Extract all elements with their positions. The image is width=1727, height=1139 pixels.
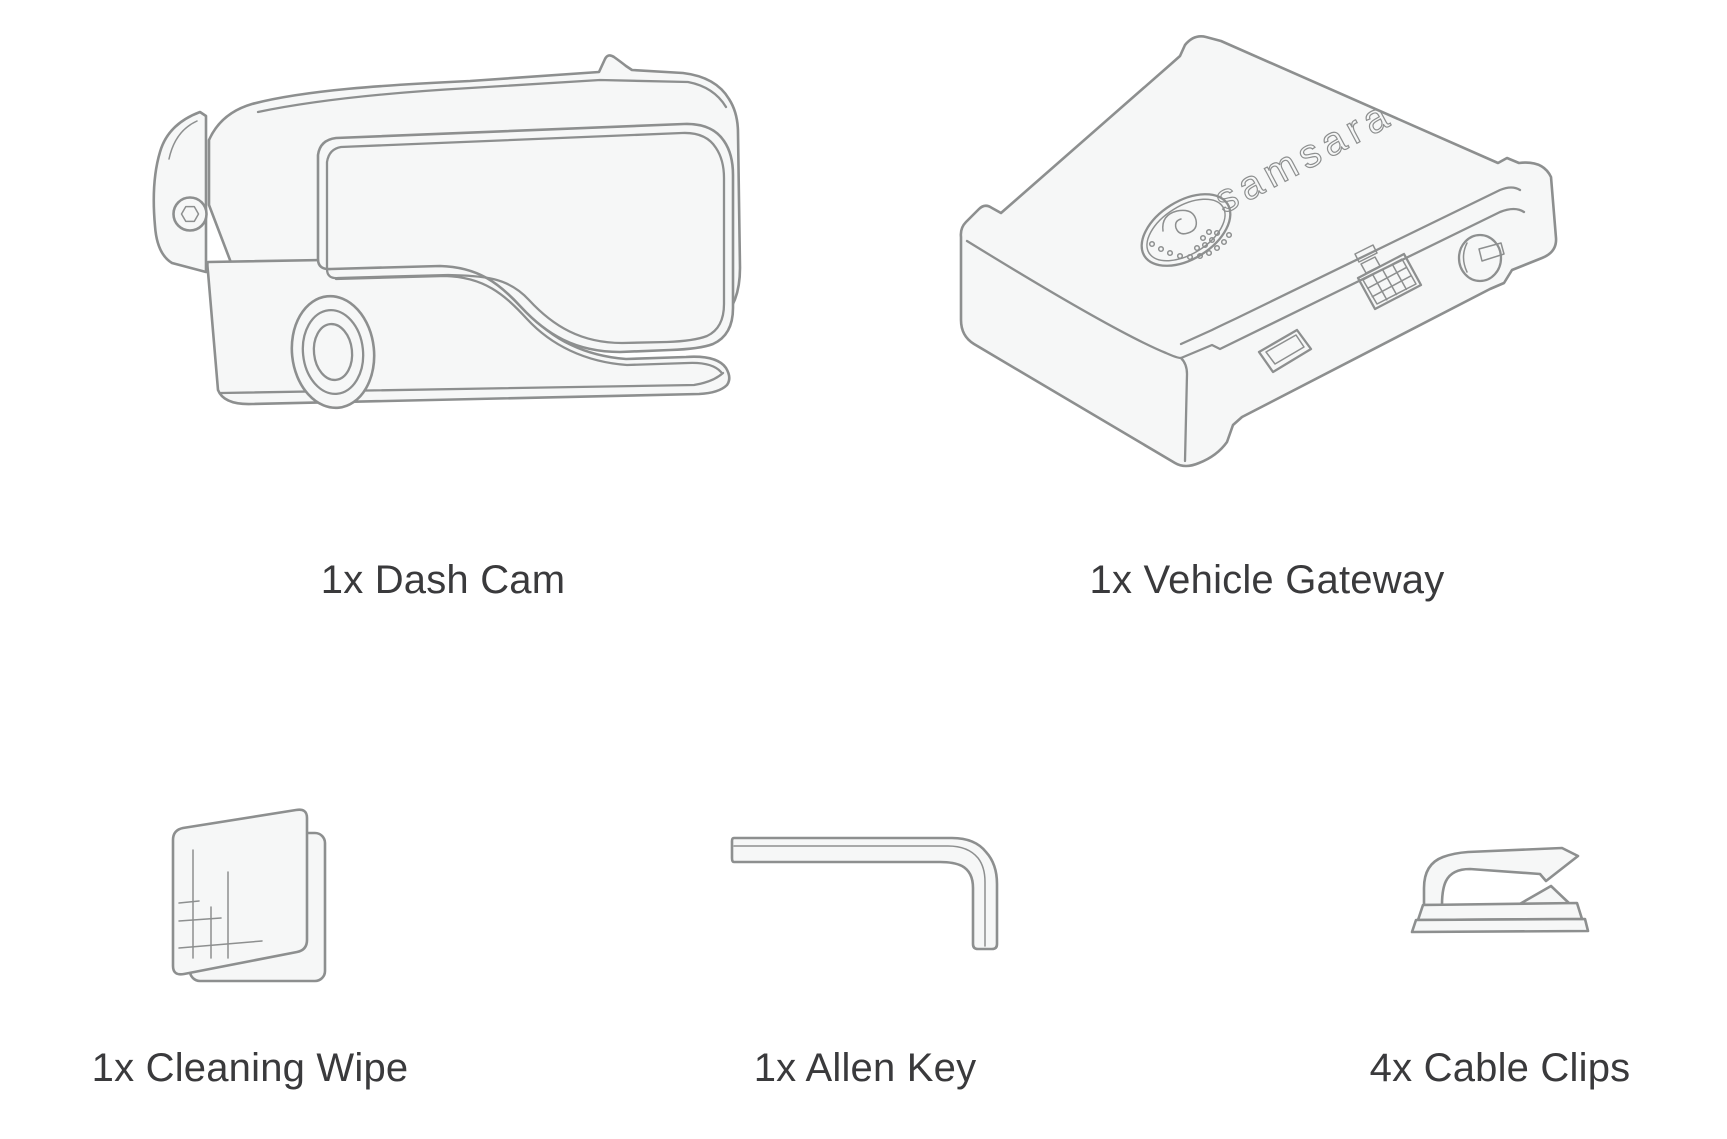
gateway-lip-upper-edge xyxy=(1179,186,1522,346)
samsara-swirl-icon xyxy=(1162,209,1198,235)
dash-cam-drawing xyxy=(152,54,742,410)
vehicle-gateway-drawing: samsara xyxy=(959,35,1558,468)
samsara-logo-dots xyxy=(1148,228,1233,261)
clip-base-upper xyxy=(1416,901,1584,922)
cable-clip-drawing xyxy=(1410,846,1590,934)
gateway-usb-port xyxy=(1257,328,1313,374)
dash-cam-screw-boss xyxy=(172,196,208,232)
dash-cam-illustration xyxy=(152,54,742,410)
gateway-pin-connector xyxy=(1354,244,1423,311)
wipe-texture-lines xyxy=(178,849,263,959)
clip-arm xyxy=(1422,846,1580,907)
gateway-lip-lower-edge xyxy=(1179,207,1526,360)
gateway-round-connector xyxy=(1457,233,1505,283)
wipe-front-sheet xyxy=(171,808,309,976)
allen-key-illustration xyxy=(730,836,999,951)
allen-key-highlight-line xyxy=(733,845,986,947)
gateway-top-left-face-edge xyxy=(965,239,1183,360)
item-label-cleaning-wipe: 1x Cleaning Wipe xyxy=(91,1046,409,1090)
gateway-left-front-face-edge xyxy=(1179,356,1189,463)
vehicle-gateway-illustration: samsara xyxy=(959,35,1558,468)
dash-cam-window-inner-line xyxy=(325,131,726,345)
allen-key-drawing xyxy=(730,836,999,951)
cleaning-wipe-illustration xyxy=(171,808,327,983)
cable-clip-illustration xyxy=(1410,846,1590,934)
dash-cam-seam-offset-line xyxy=(334,274,723,374)
dash-cam-window-panel xyxy=(316,122,735,354)
dash-cam-lens xyxy=(290,294,376,410)
clip-base-lower xyxy=(1410,917,1590,934)
allen-key-body xyxy=(730,836,999,951)
dash-cam-bottom-seam-line xyxy=(219,371,725,395)
samsara-logo-mark xyxy=(1140,193,1233,267)
item-label-allen-key: 1x Allen Key xyxy=(753,1046,977,1090)
dash-cam-hex-socket-icon xyxy=(180,205,200,223)
dash-cam-bracket-arc xyxy=(168,120,198,160)
item-label-cable-clips: 4x Cable Clips xyxy=(1369,1046,1631,1090)
dash-cam-mount-bracket xyxy=(152,110,208,274)
dash-cam-top-band-line xyxy=(256,78,728,114)
item-label-vehicle-gateway: 1x Vehicle Gateway xyxy=(1089,558,1445,602)
cleaning-wipe-drawing xyxy=(171,808,327,983)
item-label-dash-cam: 1x Dash Cam xyxy=(320,558,566,602)
gateway-box-silhouette xyxy=(959,35,1558,468)
